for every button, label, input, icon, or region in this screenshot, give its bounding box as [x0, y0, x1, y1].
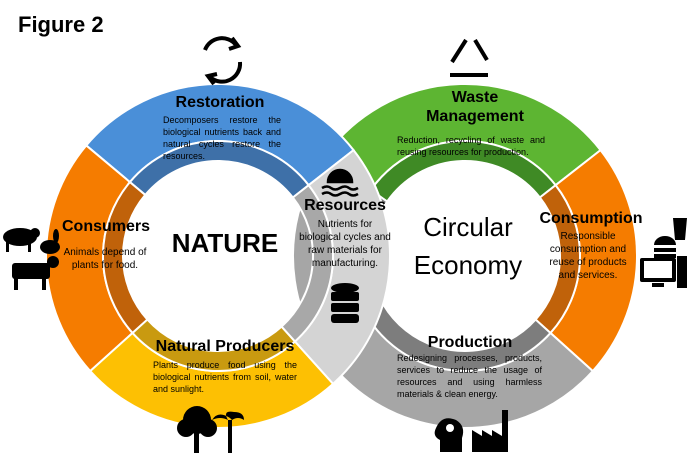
natural-producers-heading: Natural Producers — [155, 338, 295, 355]
figure-label: Figure 2 — [18, 12, 104, 37]
natural-producers-inner-band — [131, 318, 297, 372]
consumption-heading: Consumption — [539, 210, 643, 227]
restoration-heading: Restoration — [175, 94, 265, 111]
ce-line2: Economy — [413, 250, 523, 280]
production-text: Redesigning processes, products, service… — [397, 353, 542, 399]
nature-title: NATURE — [171, 228, 279, 258]
waste-line2: Management — [426, 108, 524, 125]
resources-text: Nutrients for biological cycles and raw … — [299, 219, 391, 269]
natural-producers-text: Plants produce food using the biological… — [153, 360, 297, 394]
restoration-text: Decomposers restore the biological nutri… — [163, 115, 281, 161]
consumers-heading: Consumers — [61, 218, 151, 235]
waste-line1: Waste — [451, 89, 499, 106]
waste-management-text: Reduction, recycling of waste and reusin… — [397, 135, 545, 157]
consumers-text: Animals depend of plants for food. — [63, 247, 147, 271]
resources-heading: Resources — [304, 197, 386, 214]
ce-line1: Circular — [423, 212, 513, 242]
resources-inner-band — [280, 183, 334, 343]
consumption-text: Responsible consumption and reuse of pro… — [549, 231, 627, 281]
production-heading: Production — [427, 334, 513, 351]
consumers-inner-band — [102, 180, 149, 335]
